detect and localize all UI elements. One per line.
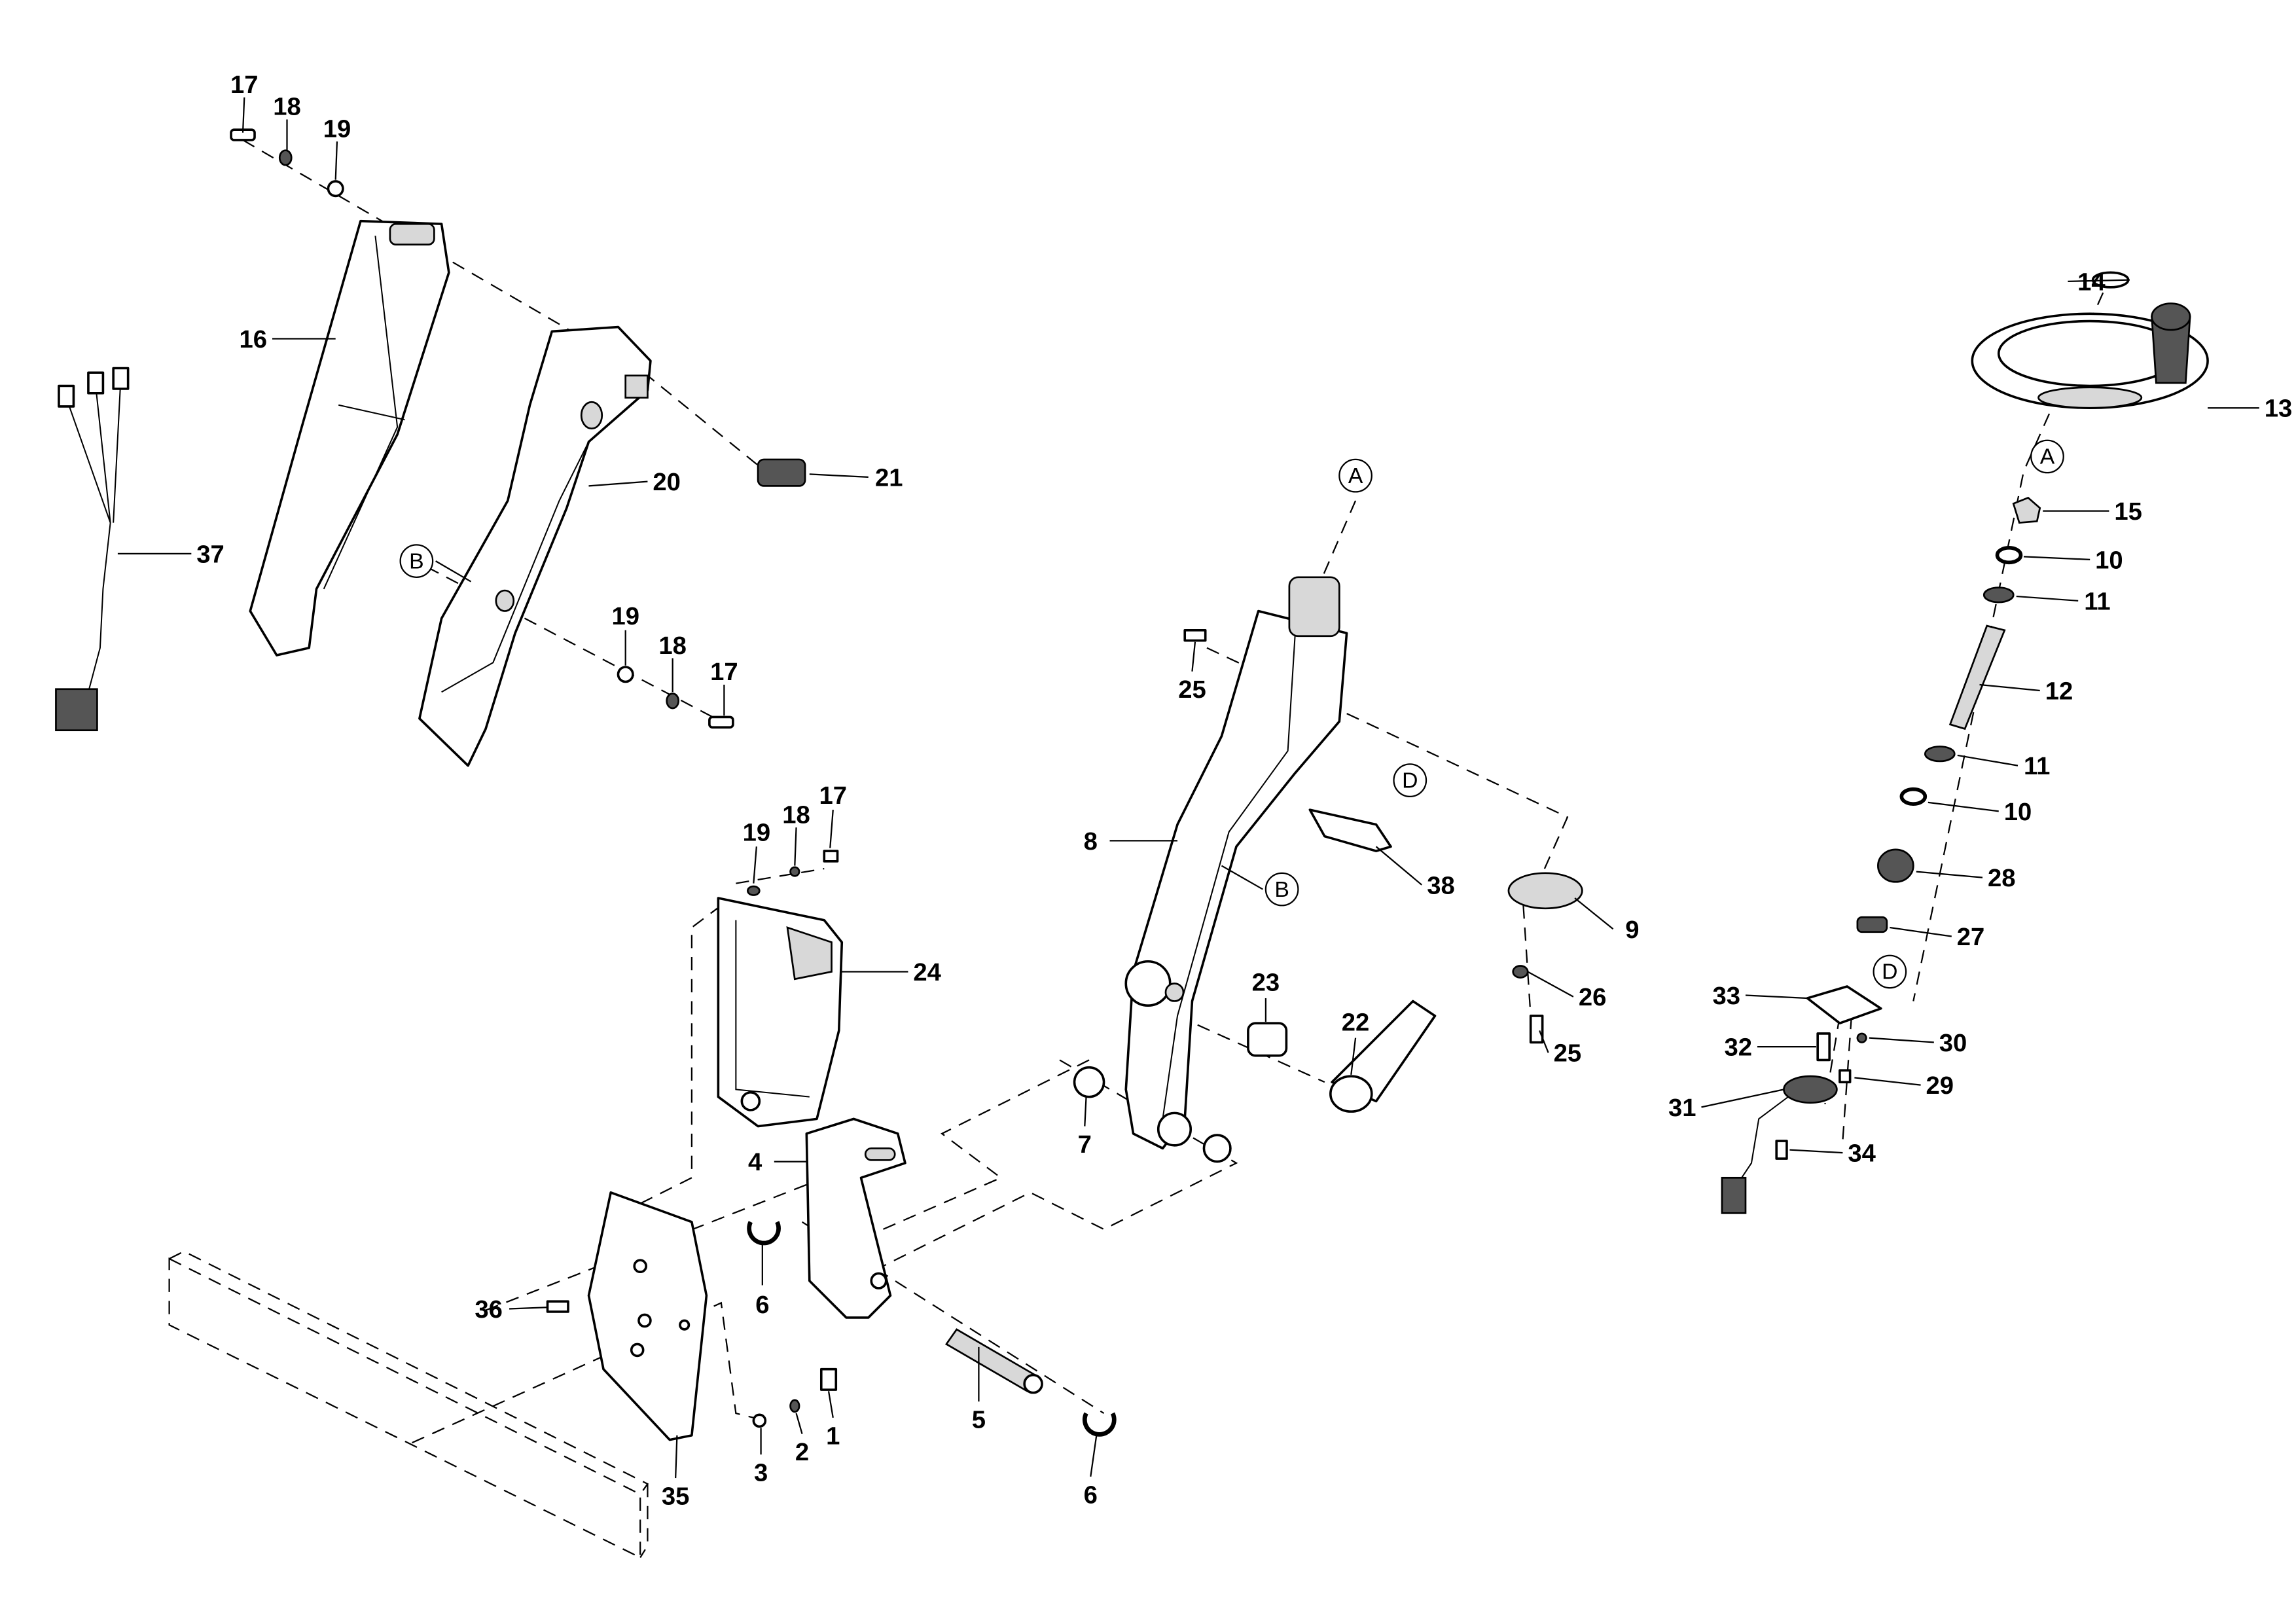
part-28-universal-joint[interactable] bbox=[1877, 848, 1914, 883]
callout-35: 35 bbox=[662, 1483, 690, 1511]
callout-21: 21 bbox=[875, 463, 903, 492]
callout-19: 19 bbox=[743, 818, 771, 846]
part-9-plate[interactable] bbox=[1507, 872, 1583, 910]
part-38-bracket[interactable] bbox=[1308, 808, 1392, 852]
callout-11: 11 bbox=[2024, 752, 2050, 780]
callout-38: 38 bbox=[1427, 871, 1455, 899]
part-25-bolt-lower[interactable] bbox=[1529, 1015, 1544, 1044]
part-7-spacer-b[interactable] bbox=[1202, 1134, 1232, 1163]
part-37-wiring-harness[interactable] bbox=[55, 367, 130, 732]
callout-27: 27 bbox=[1957, 923, 1985, 951]
callout-12: 12 bbox=[2045, 677, 2073, 705]
part-31-sensor[interactable] bbox=[1721, 1075, 1838, 1214]
part-36-screw[interactable] bbox=[546, 1300, 569, 1313]
part-29-screw[interactable] bbox=[1839, 1069, 1852, 1083]
part-11-bearing-top[interactable] bbox=[1982, 586, 2015, 604]
callout-9: 9 bbox=[1625, 916, 1639, 944]
callout-17: 17 bbox=[230, 71, 259, 99]
callout-28: 28 bbox=[1988, 864, 2016, 892]
part-8-steering-column-arm[interactable] bbox=[1124, 576, 1348, 1150]
callout-3: 3 bbox=[754, 1459, 768, 1487]
callout-36: 36 bbox=[475, 1295, 503, 1324]
callout-25: 25 bbox=[1178, 676, 1206, 704]
leader-lines bbox=[117, 97, 2259, 1479]
fasteners-1-2-3[interactable] bbox=[752, 1367, 838, 1428]
callout-30: 30 bbox=[1939, 1029, 1967, 1057]
assembly-lines bbox=[242, 139, 2113, 1444]
callout-6: 6 bbox=[755, 1291, 769, 1319]
callout-1: 1 bbox=[826, 1422, 840, 1450]
callout-14: 14 bbox=[2077, 268, 2106, 296]
callout-23: 23 bbox=[1252, 969, 1280, 997]
part-20-front-cover[interactable] bbox=[418, 325, 652, 767]
part-4-mount-bracket[interactable] bbox=[805, 1117, 906, 1319]
callout-5: 5 bbox=[972, 1406, 986, 1434]
callout-18: 18 bbox=[782, 801, 810, 829]
part-34-screw[interactable] bbox=[1775, 1140, 1788, 1160]
callout-22: 22 bbox=[1342, 1008, 1370, 1036]
part-13-steering-wheel[interactable] bbox=[1971, 302, 2209, 410]
marker-d: D bbox=[1882, 960, 1897, 984]
callout-11: 11 bbox=[2084, 587, 2110, 615]
callout-20: 20 bbox=[653, 468, 681, 496]
callout-10: 10 bbox=[2004, 798, 2032, 826]
callout-7: 7 bbox=[1078, 1130, 1092, 1159]
callout-16: 16 bbox=[240, 325, 268, 353]
callout-34: 34 bbox=[1848, 1140, 1876, 1168]
callout-18: 18 bbox=[658, 632, 687, 660]
fasteners-17-18-19-top[interactable] bbox=[230, 128, 734, 729]
callout-32: 32 bbox=[1724, 1034, 1752, 1062]
part-33-flange[interactable] bbox=[1806, 985, 1882, 1024]
part-10-washer-bottom[interactable] bbox=[1899, 787, 1928, 806]
callout-8: 8 bbox=[1084, 827, 1098, 856]
callout-15: 15 bbox=[2114, 497, 2142, 526]
callout-2: 2 bbox=[795, 1438, 809, 1466]
callout-17: 17 bbox=[819, 782, 848, 810]
part-30-washer[interactable] bbox=[1856, 1032, 1867, 1043]
callout-6: 6 bbox=[1084, 1481, 1098, 1509]
part-10-washer-top[interactable] bbox=[1995, 546, 2023, 565]
marker-a: A bbox=[1348, 463, 1363, 488]
part-27-bushing[interactable] bbox=[1856, 916, 1888, 933]
callout-33: 33 bbox=[1712, 982, 1740, 1010]
part-23-bushing[interactable] bbox=[1247, 1022, 1288, 1057]
callout-4: 4 bbox=[748, 1148, 762, 1176]
part-11-bearing-bottom[interactable] bbox=[1924, 746, 1956, 763]
marker-a: A bbox=[2040, 444, 2055, 469]
fasteners-17-18-19-mid[interactable] bbox=[746, 850, 839, 896]
part-22-lever[interactable] bbox=[1329, 1000, 1437, 1113]
part-26-washer[interactable] bbox=[1512, 965, 1529, 979]
part-15-nut[interactable] bbox=[2012, 496, 2041, 524]
marker-b: B bbox=[1274, 877, 1289, 902]
callout-24: 24 bbox=[913, 958, 941, 986]
callout-37: 37 bbox=[196, 540, 224, 568]
callout-29: 29 bbox=[1926, 1072, 1954, 1100]
callout-26: 26 bbox=[1579, 983, 1607, 1011]
part-35-plate[interactable] bbox=[587, 1191, 708, 1441]
part-24-housing[interactable] bbox=[717, 897, 844, 1128]
callout-17: 17 bbox=[710, 658, 738, 686]
callout-19: 19 bbox=[323, 115, 351, 143]
marker-b: B bbox=[409, 549, 424, 573]
callout-labels: 17 18 19 16 37 20 21 19 18 17 25 14 13 1… bbox=[196, 71, 2292, 1511]
part-32-fitting[interactable] bbox=[1816, 1032, 1831, 1062]
callout-10: 10 bbox=[2095, 546, 2123, 574]
callout-13: 13 bbox=[2265, 395, 2293, 423]
callout-18: 18 bbox=[273, 93, 301, 121]
callout-31: 31 bbox=[1668, 1094, 1696, 1122]
part-5-pin[interactable] bbox=[944, 1328, 1043, 1394]
frame-reference-outline bbox=[168, 1250, 649, 1559]
part-7-spacer[interactable] bbox=[1073, 1066, 1105, 1098]
part-12-steering-shaft[interactable] bbox=[1948, 624, 2006, 731]
reference-markers: A A B B D D bbox=[399, 439, 2064, 989]
part-16-rear-cover[interactable] bbox=[249, 219, 450, 657]
part-21-clip[interactable] bbox=[757, 458, 806, 487]
marker-d: D bbox=[1402, 768, 1418, 793]
callout-19: 19 bbox=[611, 602, 639, 630]
part-6-retaining-ring-a[interactable] bbox=[747, 1221, 781, 1246]
part-25-bolt-upper[interactable] bbox=[1183, 628, 1207, 642]
part-6-retaining-ring-b[interactable] bbox=[1082, 1412, 1117, 1437]
callout-25: 25 bbox=[1554, 1039, 1582, 1068]
